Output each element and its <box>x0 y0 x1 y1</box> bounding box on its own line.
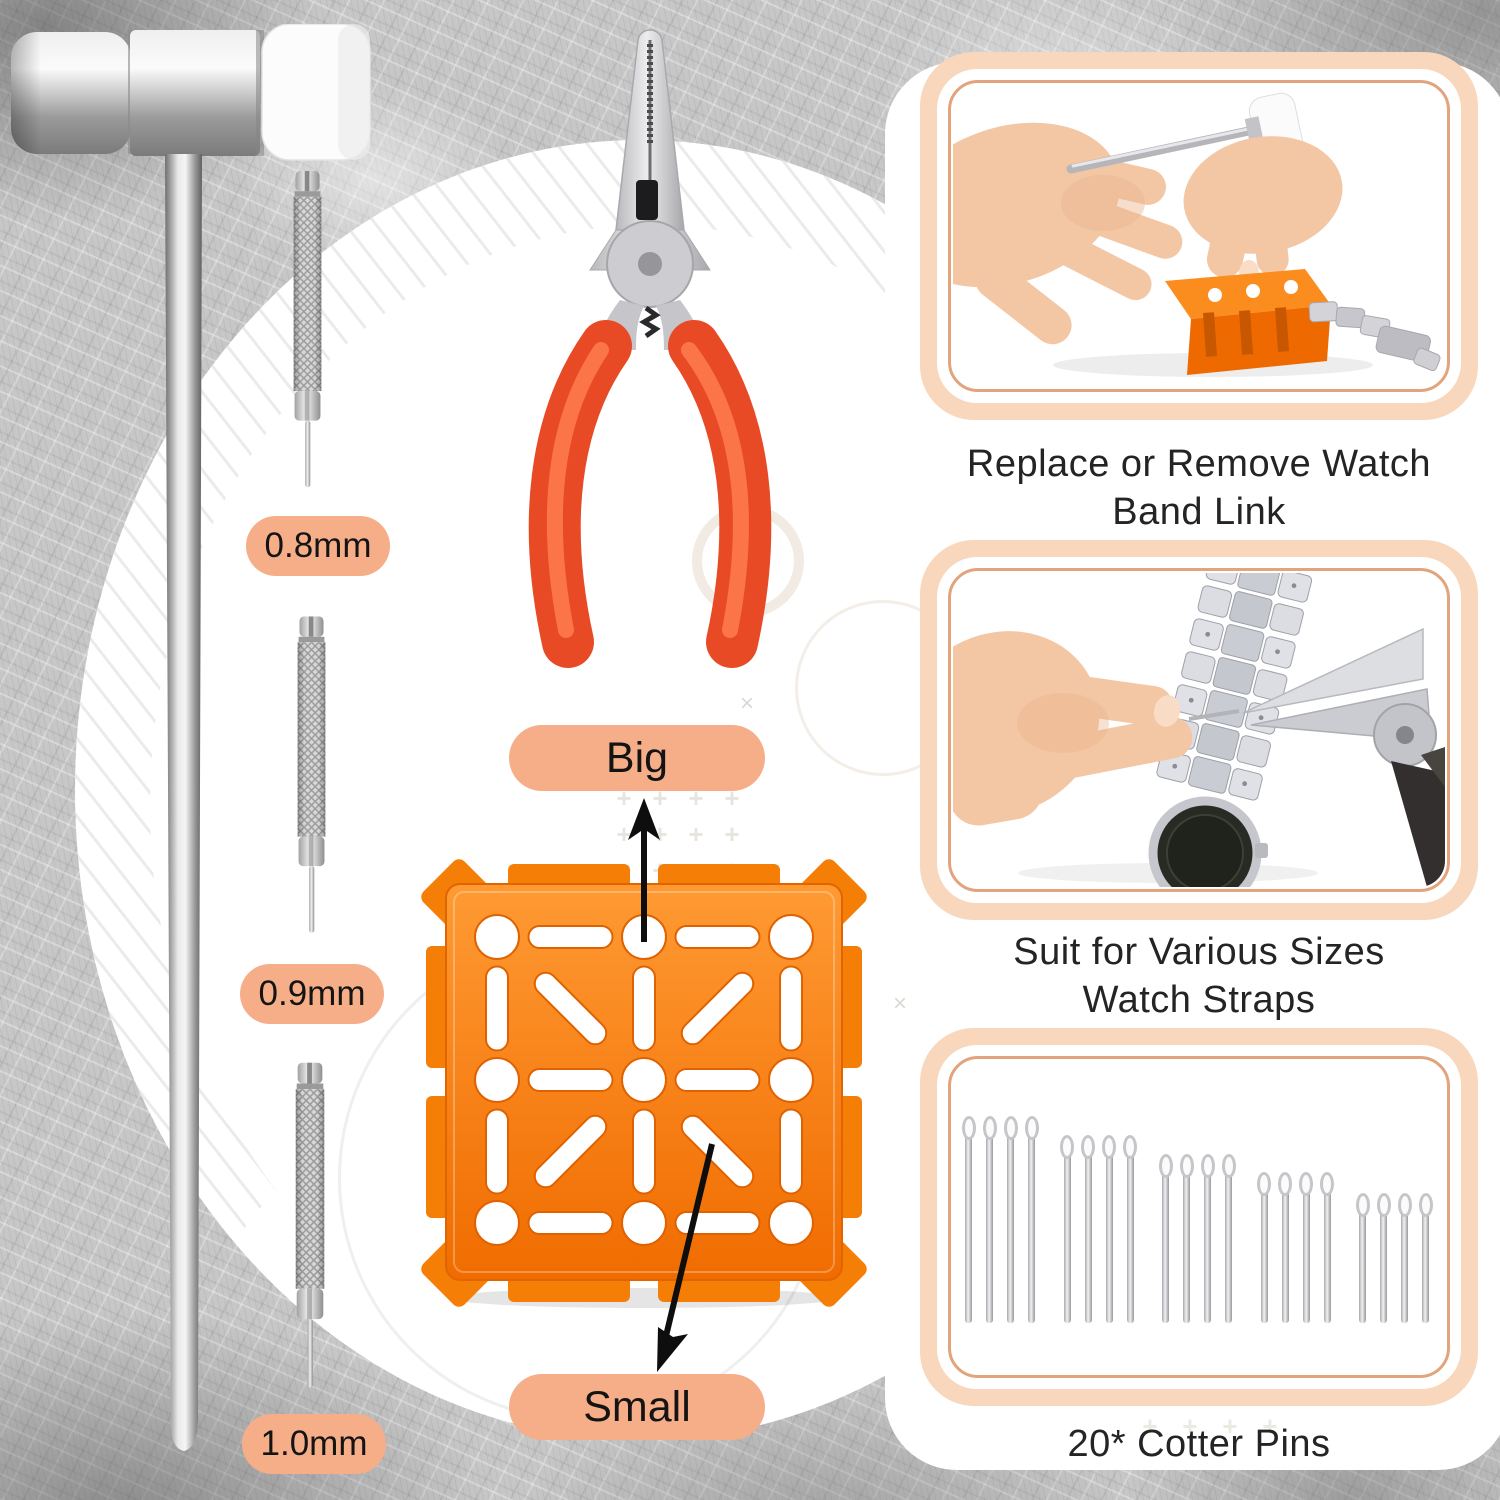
cotter-pin <box>1380 1195 1387 1323</box>
link-pin <box>1188 709 1240 721</box>
hammer-rod <box>1066 124 1263 174</box>
cotter-pin <box>1183 1156 1190 1323</box>
cotter-pin <box>1126 1137 1134 1323</box>
hand-right <box>1183 136 1343 278</box>
punch-size-label-0.8mm: 0.8mm <box>246 516 390 576</box>
cotter-pin <box>1359 1195 1366 1323</box>
punch-size-label-1.0mm: 1.0mm <box>242 1414 386 1474</box>
cotter-pin <box>1084 1137 1092 1323</box>
block-holes-and-slots <box>474 914 814 1246</box>
hammer-collar <box>256 30 264 156</box>
pliers-small <box>1242 627 1445 887</box>
caption-line: Band Link <box>1112 491 1286 533</box>
arrow-big-hole <box>628 798 660 942</box>
caption-line: Replace or Remove Watch <box>966 443 1432 485</box>
cotter-pin <box>1401 1195 1408 1323</box>
photo-various-straps <box>953 573 1445 887</box>
spring-bar-punch-0.9mm <box>293 603 330 948</box>
cotter-pin <box>1063 1137 1071 1323</box>
panel-cotter-pins <box>920 1028 1478 1406</box>
photo-cotter-pins <box>953 1061 1445 1373</box>
cotter-pin <box>1422 1195 1429 1323</box>
cotter-pin <box>1007 1118 1014 1323</box>
cotter-pin <box>1302 1174 1310 1323</box>
spring-bar-punch-0.8mm <box>289 160 326 500</box>
watch-band-holder-block <box>421 859 867 1308</box>
cotter-pin <box>1260 1174 1268 1323</box>
cotter-pin-group <box>1359 1195 1429 1323</box>
caption-line: Suit for Various Sizes <box>1013 931 1385 973</box>
cotter-pin <box>986 1118 993 1323</box>
cotter-pin-group <box>1063 1137 1134 1323</box>
cotter-pin-group <box>965 1118 1035 1323</box>
cotter-pin-group <box>1260 1174 1331 1323</box>
pliers-spring <box>639 305 661 339</box>
pliers-handle-right-highlight <box>681 342 749 638</box>
watch-band-links <box>1156 573 1313 801</box>
needle-nose-pliers <box>528 29 772 668</box>
hammer-steel-barrel <box>130 30 260 156</box>
pliers-cutter-notch <box>636 180 658 220</box>
cotter-pin <box>1204 1156 1211 1323</box>
caption-line: Watch Straps <box>1082 979 1316 1021</box>
spring-bar-punch-1.0mm <box>291 1055 329 1397</box>
caption-replace-band-link: Replace or Remove Watch Band Link <box>905 440 1493 536</box>
mini-block <box>1165 269 1331 375</box>
cotter-pin <box>1225 1156 1232 1323</box>
panel-various-sizes <box>920 540 1478 920</box>
mini-watch-band <box>1308 301 1441 372</box>
cotter-pin-group <box>1162 1156 1232 1323</box>
block-big-hole-label: Big <box>509 725 765 791</box>
cotter-pin <box>1028 1118 1035 1323</box>
cotter-pin <box>1105 1137 1113 1323</box>
arrow-small-hole <box>657 1143 715 1372</box>
pliers-pivot-bolt <box>638 252 662 276</box>
block-small-hole-label: Small <box>509 1374 765 1440</box>
watch-face <box>1148 796 1268 887</box>
cotter-pin <box>1281 1174 1289 1323</box>
watch-hammer <box>11 24 371 1451</box>
cotter-pin <box>1323 1174 1331 1323</box>
caption-line: 20* Cotter Pins <box>1067 1423 1331 1465</box>
hammer-handle <box>165 154 202 1451</box>
x-decoration: × <box>893 990 908 1017</box>
pliers-handle-left-highlight <box>546 342 609 638</box>
hand-left <box>953 122 1183 345</box>
hammer-nylon-shading <box>338 24 370 160</box>
panel-replace-band-link <box>920 52 1478 420</box>
hammer-cap-shading <box>11 32 71 154</box>
punch-size-label-0.9mm: 0.9mm <box>240 964 384 1024</box>
x-decoration: × <box>740 690 755 717</box>
cotter-pins-row <box>965 1118 1429 1323</box>
photo-replace-band-link <box>953 85 1445 387</box>
cotter-pin <box>1162 1156 1169 1323</box>
cotter-pin <box>965 1118 972 1323</box>
hand-pinching <box>953 631 1193 826</box>
fingernail <box>1153 695 1181 727</box>
caption-cotter-pins: 20* Cotter Pins <box>905 1420 1493 1468</box>
caption-various-sizes: Suit for Various Sizes Watch Straps <box>905 928 1493 1024</box>
